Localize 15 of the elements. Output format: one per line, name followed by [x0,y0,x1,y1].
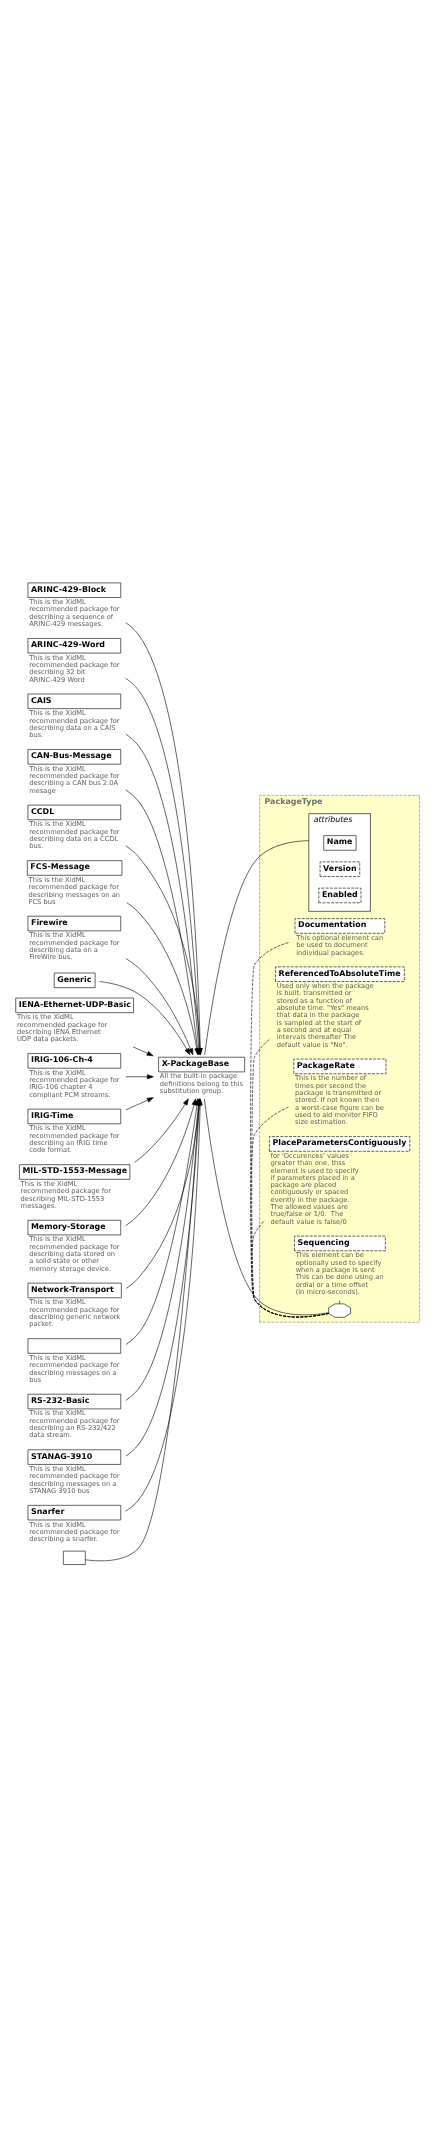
connector [204,839,310,1055]
connector [204,1098,329,1315]
arrow [125,957,194,1055]
node-box [63,1550,86,1565]
connector [251,1037,329,1317]
connector [251,1219,329,1317]
arrow [125,1098,197,1226]
arrow [99,980,191,1055]
node-octagon [328,1303,351,1318]
connector [250,1106,329,1317]
arrow [125,1096,154,1110]
connector [250,941,329,1317]
arrow [134,1098,189,1163]
arrow [132,1046,154,1056]
arrow [125,1073,154,1079]
